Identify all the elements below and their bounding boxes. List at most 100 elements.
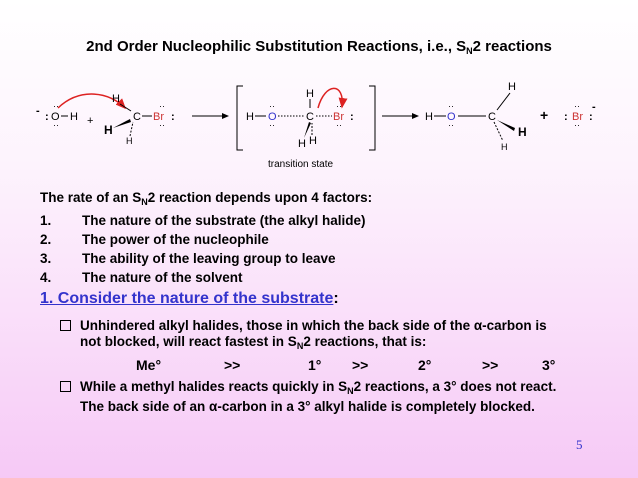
factor-text: The ability of the leaving group to leav…	[82, 251, 336, 266]
order-gt: >>	[352, 357, 369, 373]
section-heading-colon: :	[333, 290, 339, 307]
factor-item: 1. The nature of the substrate (the alkyl…	[40, 211, 610, 230]
order-gt: >>	[482, 357, 499, 373]
bullet-text: While a methyl halides reacts quickly in…	[80, 379, 348, 394]
oxygen-atom: O	[447, 111, 456, 123]
bond	[119, 103, 132, 112]
factor-number: 1.	[40, 213, 52, 228]
hydrogen-atom: H	[508, 81, 516, 93]
bullet-text: 2 reactions, that is:	[303, 334, 427, 349]
lone-pair-dots: ··	[53, 101, 59, 111]
oxygen-atom: O	[268, 111, 277, 123]
plus-sign: +	[540, 107, 548, 123]
checkbox-bullet-icon	[60, 381, 71, 392]
lone-pair-dots: ··	[53, 120, 59, 130]
lone-pair-dots: :	[171, 111, 175, 123]
minus-charge-2: -	[592, 101, 596, 113]
intro-text-end: 2 reaction depends upon 4 factors:	[147, 190, 373, 205]
bromine-atom: Br	[153, 111, 164, 123]
title-text: 2nd Order Nucleophilic Substitution Reac…	[86, 38, 467, 55]
bond	[496, 92, 511, 111]
section-heading: 1. Consider the nature of the substrate:	[40, 290, 339, 308]
bracket-right	[369, 85, 376, 151]
order-primary: 1°	[308, 357, 322, 373]
wedge-bond	[304, 122, 311, 138]
title-subscript: N	[466, 46, 473, 56]
order-secondary: 2°	[418, 357, 432, 373]
hydrogen-atom: H	[246, 111, 254, 123]
lone-pair-dots: ··	[336, 120, 342, 130]
bracket-left	[236, 85, 243, 151]
bromine-atom: Br	[333, 111, 344, 123]
rate-factors-section: The rate of an SN2 reaction depends upon…	[40, 190, 610, 287]
section-heading-link[interactable]: 1. Consider the nature of the substrate	[40, 290, 334, 307]
minus-charge-1: -	[36, 105, 40, 117]
checkbox-bullet-icon	[60, 320, 71, 331]
factor-text: The power of the nucleophile	[82, 232, 269, 247]
carbon-atom: C	[306, 111, 314, 123]
title-text-end: 2 reactions	[472, 38, 552, 55]
electron-arrow-1	[57, 93, 127, 110]
reaction-scheme: - : ·· ·· O H + H H H C Br ·· ·· : H O ·…	[36, 81, 596, 170]
carbon-atom: C	[488, 111, 496, 123]
intro-subscript: N	[141, 197, 148, 207]
hydrogen-atom: H	[501, 142, 508, 152]
bullet-line: Unhindered alkyl halides, those in which…	[80, 318, 547, 334]
transition-state-label: transition state	[268, 159, 333, 170]
lone-pair-dots: ··	[574, 101, 580, 111]
intro-line: The rate of an SN2 reaction depends upon…	[40, 190, 610, 207]
lone-pair-dots: ··	[269, 120, 275, 130]
order-methyl: Me°	[136, 357, 162, 373]
lone-pair-dots: ··	[336, 101, 342, 111]
hydrogen-atom: H	[298, 138, 306, 150]
hydrogen-atom: H	[104, 123, 113, 137]
plus-sign: +	[87, 115, 93, 127]
wedge-bond	[497, 120, 515, 131]
alpha-symbol: α	[473, 318, 483, 333]
bullet-text: Unhindered alkyl halides, those in which…	[80, 318, 474, 333]
lone-pair-dots: ··	[448, 101, 454, 111]
lone-pair-dots: ··	[269, 101, 275, 111]
bullet-text: not blocked, will react fastest in S	[80, 334, 297, 349]
hydrogen-atom: H	[112, 93, 120, 105]
lone-pair-dots: ··	[574, 120, 580, 130]
lone-pair-dots: ··	[159, 120, 165, 130]
bullet-text: The back side of an	[80, 399, 210, 414]
carbon-atom: C	[133, 111, 141, 123]
lone-pair-dots: ··	[159, 101, 165, 111]
bullet-tertiary: While a methyl halides reacts quickly in…	[60, 379, 556, 415]
alpha-symbol: α	[209, 399, 218, 414]
electron-arrow-2	[317, 87, 348, 109]
bullet-text: 2 reactions, a 3° does not react.	[353, 379, 557, 394]
factor-number: 4.	[40, 270, 52, 285]
hash-bond	[129, 121, 134, 137]
bromide-atom: Br	[572, 111, 583, 123]
page-number: 5	[576, 437, 583, 452]
factor-text: The nature of the solvent	[82, 270, 243, 285]
lone-pair-dots: :	[564, 111, 568, 123]
hydrogen-atom: H	[126, 136, 133, 146]
bullet-text: -carbon in a 3° alkyl halide is complete…	[217, 399, 535, 414]
bullet-line: not blocked, will react fastest in SN2 r…	[80, 334, 547, 354]
slide-title: 2nd Order Nucleophilic Substitution Reac…	[0, 38, 638, 56]
lone-pair-dots: ··	[448, 120, 454, 130]
oxygen-atom: O	[51, 111, 60, 123]
bullet-subscript: N	[347, 386, 354, 396]
bullet-line: While a methyl halides reacts quickly in…	[80, 379, 556, 399]
bullet-text: -carbon is	[482, 318, 547, 333]
hydrogen-atom: H	[70, 111, 78, 123]
lone-pair-dots: :	[45, 111, 49, 123]
factor-item: 4. The nature of the solvent	[40, 268, 610, 287]
hydrogen-atom: H	[518, 125, 527, 139]
lone-pair-dots: :	[350, 111, 354, 123]
factor-number: 3.	[40, 251, 52, 266]
intro-text: The rate of an S	[40, 190, 142, 205]
hydrogen-atom: H	[425, 111, 433, 123]
hydrogen-atom: H	[306, 88, 314, 100]
factor-text: The nature of the substrate (the alkyl h…	[82, 213, 366, 228]
lone-pair-dots: :	[589, 111, 593, 123]
order-gt: >>	[224, 357, 241, 373]
bullet-subscript: N	[296, 341, 304, 351]
factor-number: 2.	[40, 232, 52, 247]
wedge-bond	[113, 119, 131, 128]
